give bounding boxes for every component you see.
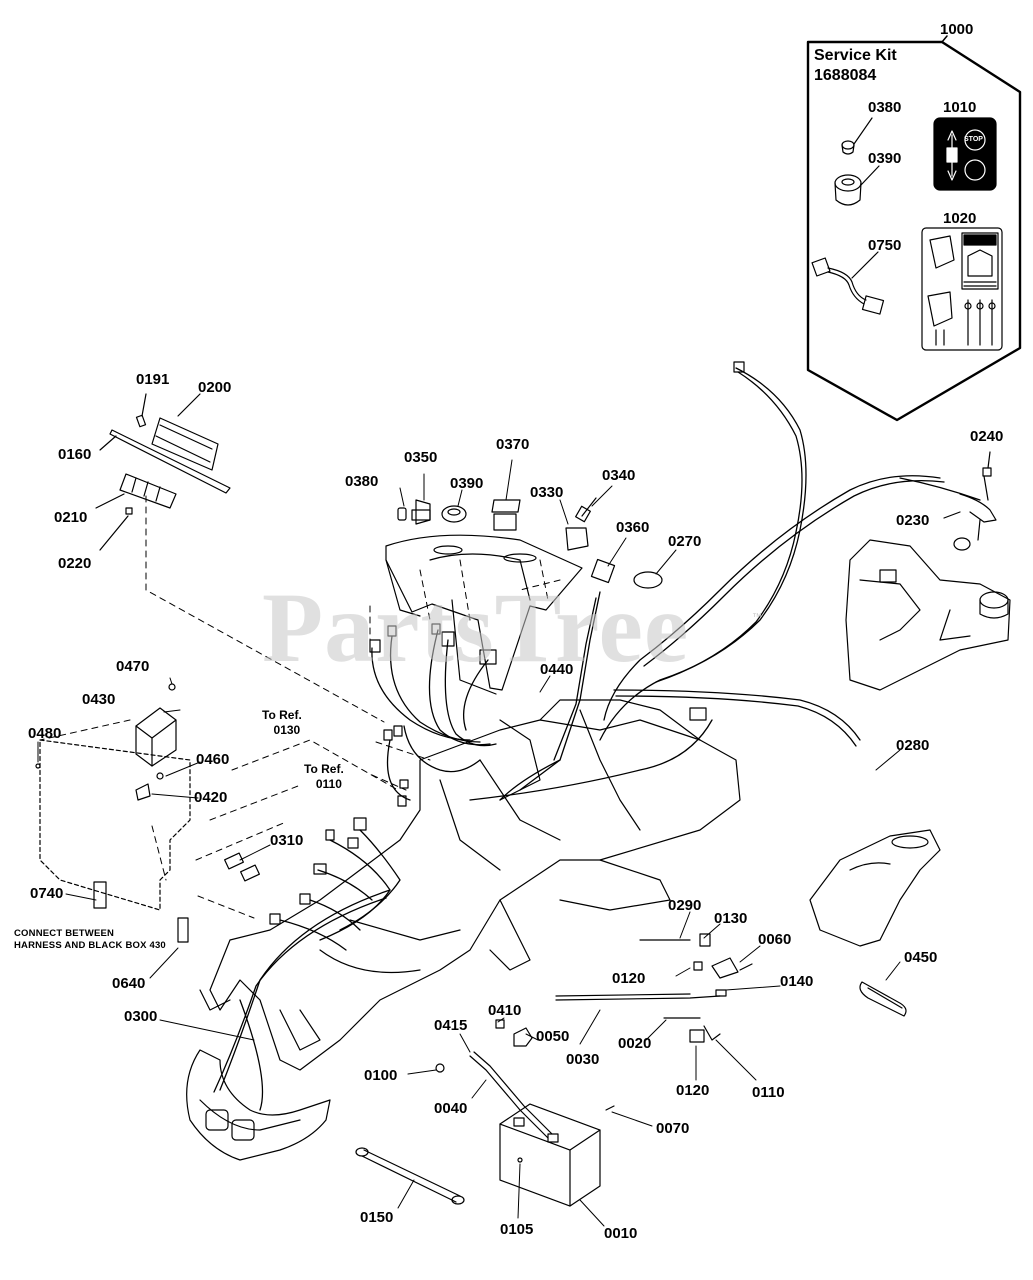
callout-0050[interactable]: 0050 [536,1028,570,1045]
callout-0100[interactable]: 0100 [364,1067,398,1084]
ref-0110: To Ref. 0110 [304,762,344,792]
callout-kit-1010[interactable]: 1010 [943,99,977,116]
ref-0110-line2: 0110 [315,777,342,791]
callout-0480[interactable]: 0480 [28,725,62,742]
service-kit-number: 1688084 [814,67,877,84]
callout-0310[interactable]: 0310 [270,832,304,849]
front-bumper [186,1049,331,1161]
callout-kit-0390[interactable]: 0390 [868,150,902,167]
callout-0110[interactable]: 0110 [752,1084,785,1101]
callout-0280[interactable]: 0280 [896,737,930,754]
callout-0470[interactable]: 0470 [116,658,150,675]
callout-0450[interactable]: 0450 [904,949,938,966]
callout-0020[interactable]: 0020 [618,1035,652,1052]
callout-0150[interactable]: 0150 [360,1209,394,1226]
connect-note: CONNECT BETWEEN HARNESS AND BLACK BOX 43… [14,928,166,953]
battery-cables [355,933,753,1205]
fuel-tank [845,539,1011,691]
callout-0230[interactable]: 0230 [896,512,930,529]
callout-0740[interactable]: 0740 [30,885,64,902]
callout-kit-0380[interactable]: 0380 [868,99,902,116]
ref-0110-line1: To Ref. [304,762,344,776]
callout-0220[interactable]: 0220 [58,555,92,572]
callout-0420[interactable]: 0420 [194,789,228,806]
callout-0040[interactable]: 0040 [434,1100,468,1117]
callout-0350[interactable]: 0350 [404,449,438,466]
grip-0450 [859,981,907,1017]
ref-0130-line1: To Ref. [262,708,302,722]
callout-0210[interactable]: 0210 [54,509,88,526]
callout-0330[interactable]: 0330 [530,484,564,501]
decal-stop-text: STOP [964,136,983,143]
callout-0240[interactable]: 0240 [970,428,1004,445]
callout-0200[interactable]: 0200 [198,379,232,396]
callout-0290[interactable]: 0290 [668,897,702,914]
callout-0340[interactable]: 0340 [602,467,636,484]
callout-0160[interactable]: 0160 [58,446,92,463]
callout-0140[interactable]: 0140 [780,973,814,990]
rear-fender [809,829,941,947]
callout-0030[interactable]: 0030 [566,1051,600,1068]
callout-1000[interactable]: 1000 [940,21,974,38]
callout-0300[interactable]: 0300 [124,1008,158,1025]
ref-0130: To Ref. 0130 [262,708,302,738]
dash-console [385,534,583,695]
callout-0130[interactable]: 0130 [714,910,748,927]
callout-0440[interactable]: 0440 [540,661,574,678]
connect-note-line1: CONNECT BETWEEN [14,928,115,939]
dashed-leaders [39,495,561,919]
wiring-harness [213,367,981,1111]
callout-0120-lower[interactable]: 0120 [676,1082,710,1099]
service-kit-box [806,35,1022,422]
leader-lines [37,459,901,1227]
callout-kit-1020[interactable]: 1020 [943,210,977,227]
callout-kit-0750[interactable]: 0750 [868,237,902,254]
callout-0370[interactable]: 0370 [496,436,530,453]
callout-0060[interactable]: 0060 [758,931,792,948]
connect-note-line2: HARNESS AND BLACK BOX 430 [14,940,166,952]
callout-0380[interactable]: 0380 [345,473,379,490]
callout-0410[interactable]: 0410 [488,1002,522,1019]
battery [499,1103,615,1207]
callout-0430[interactable]: 0430 [82,691,116,708]
callout-0010[interactable]: 0010 [604,1225,638,1242]
callout-0415[interactable]: 0415 [434,1017,468,1034]
ref-0130-line2: 0130 [273,723,301,737]
instrument-panel [95,393,231,551]
callout-0070[interactable]: 0070 [656,1120,690,1137]
watermark-trademark: ™ [752,612,762,623]
control-box [35,683,191,911]
callout-0120-upper[interactable]: 0120 [612,970,646,987]
callout-0105[interactable]: 0105 [500,1221,534,1238]
callout-0460[interactable]: 0460 [196,751,230,768]
callout-0270[interactable]: 0270 [668,533,702,550]
harness-connectors [93,361,745,943]
tractor-frame [199,699,741,1071]
callout-0191[interactable]: 0191 [136,371,170,388]
callout-0360[interactable]: 0360 [616,519,650,536]
watermark: PartsTree [262,572,690,683]
callout-0390[interactable]: 0390 [450,475,484,492]
fuel-sender [943,451,997,551]
callout-0640[interactable]: 0640 [112,975,146,992]
dash-switches [397,497,663,589]
service-kit-title: Service Kit [814,47,897,64]
